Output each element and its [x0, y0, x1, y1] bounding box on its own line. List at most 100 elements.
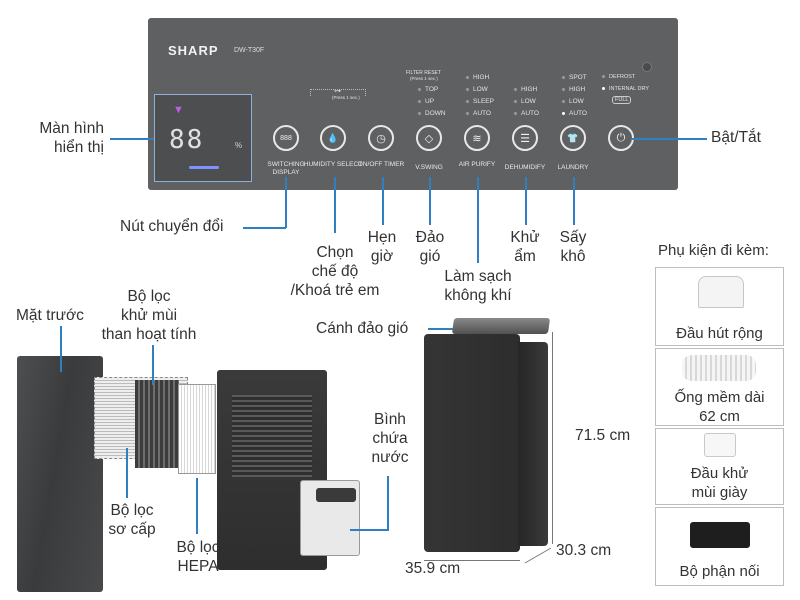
vswing-option-up: UP — [418, 98, 434, 105]
front-panel-illustration — [17, 356, 103, 592]
callout-power: Bật/Tắt — [711, 129, 761, 146]
humidity-select-button[interactable]: 💧 — [320, 125, 346, 151]
segment-display-icon: 888 — [280, 134, 292, 142]
leader-line-timer — [382, 177, 384, 225]
leader-line-dehumid — [525, 177, 527, 225]
accessory-wide-nozzle: Đầu hút rộng — [655, 267, 784, 346]
leader-line-dry — [573, 177, 575, 225]
leader-line-switch-h — [243, 227, 286, 229]
label-pre-filter: Bộ lọc sơ cấp — [108, 502, 156, 538]
callout-display: Màn hình hiển thị — [39, 120, 104, 156]
lcd-display: ▼ 88 % — [154, 94, 252, 182]
vswing-option-down: DOWN — [418, 110, 446, 117]
dimension-depth: 30.3 cm — [556, 542, 612, 559]
filter-reset-label: FILTER RESET — [406, 70, 441, 76]
callout-dry: Sấy khô — [559, 229, 587, 265]
unit-side-illustration — [518, 342, 548, 546]
purify-option-high: HIGH — [466, 74, 489, 81]
leader-line-louver — [428, 328, 468, 330]
leader-line-tank-h — [350, 529, 389, 531]
dehumidify-label: DEHUMIDIFY — [504, 164, 546, 171]
dehumidify-button[interactable]: ☰ — [512, 125, 538, 151]
depth-dimension-line — [524, 547, 552, 564]
callout-purify: Làm sạch không khí — [444, 268, 512, 304]
on-off-timer-label: ON/OFF TIMER — [357, 161, 405, 168]
power-icon: ⏻ — [616, 131, 626, 144]
laundry-label: LAUNDRY — [557, 164, 589, 171]
leader-line-front — [60, 326, 62, 372]
callout-timer: Hẹn giờ — [367, 229, 397, 265]
label-front-panel: Mặt trước — [16, 307, 84, 324]
leader-line-mode — [334, 177, 336, 233]
accessories-title: Phụ kiện đi kèm: — [658, 242, 769, 259]
switching-display-label: SWITCHING DISPLAY — [267, 161, 305, 176]
louver-illustration — [451, 318, 551, 334]
leader-line-display — [110, 138, 154, 140]
v-swing-label: V.SWING — [415, 164, 443, 171]
callout-dehumid: Khử ẩm — [510, 229, 540, 265]
humidity-drop-icon: ▼ — [173, 104, 184, 116]
label-carbon-filter: Bộ lọc khử mùi than hoạt tính — [101, 288, 197, 343]
purify-option-auto: AUTO — [466, 110, 491, 117]
vswing-option-top: TOP — [418, 86, 438, 93]
dehumidify-option-auto: AUTO — [514, 110, 539, 117]
callout-mode: Chọn chế độ /Khoá trẻ em — [290, 244, 380, 299]
humidity-select-label: HUMIDITY SELECT — [303, 161, 363, 168]
lcd-digits: 88 — [169, 125, 205, 155]
clock-icon: ◷ — [376, 132, 386, 145]
carbon-filter-illustration — [135, 380, 179, 468]
dimension-height: 71.5 cm — [575, 427, 631, 444]
air-flow-icon: ≋ — [472, 132, 482, 145]
laundry-option-spot: SPOT — [562, 74, 587, 81]
v-swing-button[interactable]: ◇ — [416, 125, 442, 151]
leader-line-purify — [477, 177, 479, 263]
swing-icon: ◇ — [424, 132, 434, 145]
lock-icon: ⊶ — [334, 88, 341, 95]
on-off-timer-button[interactable]: ◷ — [368, 125, 394, 151]
label-water-tank: Bình chứa nước — [371, 411, 409, 466]
leader-line-power — [632, 138, 707, 140]
lcd-indicator-bar — [189, 166, 219, 169]
purify-option-sleep: SLEEP — [466, 98, 494, 105]
lock-hint: (Press 1 sec.) — [332, 95, 360, 100]
leader-line-swing — [429, 177, 431, 225]
air-purify-button[interactable]: ≋ — [464, 125, 490, 151]
leader-line-tank-v — [387, 476, 389, 530]
label-louver: Cánh đảo gió — [316, 320, 409, 337]
purify-option-low: LOW — [466, 86, 488, 93]
sensor-dot — [642, 62, 652, 72]
control-panel: SHARP DW-T30F ▼ 88 % ⊶ (Press 1 sec.) FI… — [148, 18, 678, 190]
callout-switch: Nút chuyển đổi — [120, 218, 224, 235]
filter-reset-hint: (Press 1 sec.) — [410, 76, 438, 81]
model-name: DW-T30F — [234, 47, 265, 54]
wide-nozzle-icon — [698, 276, 744, 308]
leader-line-switch-v — [285, 177, 287, 228]
brand-logo: SHARP — [168, 43, 219, 58]
laundry-button[interactable]: 👕 — [560, 125, 586, 151]
height-dimension-line — [552, 332, 553, 544]
accessory-connector: Bộ phận nối — [655, 507, 784, 586]
lock-bracket — [310, 89, 366, 96]
air-purify-label: AIR PURIFY — [458, 161, 496, 168]
lcd-percent: % — [235, 141, 243, 150]
dehumidify-option-low: LOW — [514, 98, 536, 105]
connector-icon — [690, 522, 750, 548]
dimension-width: 35.9 cm — [405, 560, 461, 577]
label-hepa-filter: Bộ lọc HEPA — [176, 539, 220, 575]
leader-line-carbon — [152, 345, 154, 385]
accessory-shoe-nozzle: Đầu khử mùi giày — [655, 428, 784, 505]
callout-swing: Đảo gió — [415, 229, 445, 265]
switching-display-button[interactable]: 888 — [273, 125, 299, 151]
dehumidify-option-high: HIGH — [514, 86, 537, 93]
shoe-nozzle-icon — [704, 433, 736, 457]
water-drop-icon: 💧 — [327, 132, 339, 143]
hose-icon — [682, 355, 756, 381]
unit-front-illustration — [424, 334, 520, 552]
leader-line-hepa — [196, 478, 198, 534]
leader-line-pre — [126, 448, 128, 498]
status-defrost: DEFROST — [602, 74, 635, 80]
power-button[interactable]: ⏻ — [608, 125, 634, 151]
hepa-filter-illustration — [178, 384, 216, 474]
unit-coil-illustration — [232, 395, 312, 477]
laundry-option-auto: AUTO — [562, 110, 587, 117]
